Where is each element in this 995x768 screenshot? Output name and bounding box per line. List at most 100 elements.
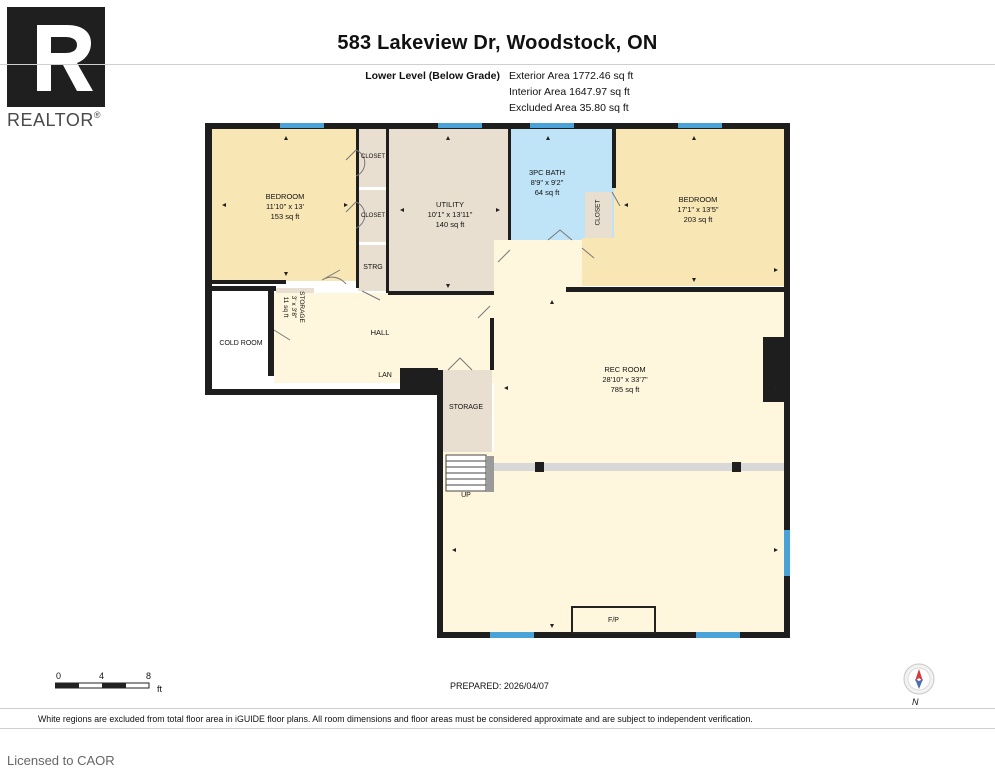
- fireplace: [571, 606, 656, 634]
- wall-hall-top: [388, 291, 494, 295]
- scale-label-4: 4: [99, 671, 105, 681]
- wall-closet-left: [356, 128, 359, 288]
- wall-top: [205, 123, 790, 129]
- beam: [494, 463, 784, 471]
- bedroom1-fill: [212, 128, 358, 281]
- window-bed1: [280, 123, 324, 128]
- rec-room-area: 785 sq ft: [610, 385, 640, 394]
- rec-room-label: REC ROOM 28'10" x 33'7" 785 sq ft: [580, 365, 670, 395]
- bedroom1-dims: 11'10" x 13': [266, 202, 304, 211]
- utility-dims: 10'1" x 13'11": [427, 210, 473, 219]
- wall-recroom-left: [490, 318, 494, 370]
- closet1-fill: [358, 128, 388, 187]
- storage-label: STORAGE: [448, 404, 484, 411]
- closet2-fill: [358, 190, 388, 242]
- wall-utility-left: [386, 128, 389, 293]
- realtor-wordmark: REALTOR®: [7, 110, 101, 130]
- rec-room-lower-fill: [442, 452, 786, 632]
- storage-small-label: STORAGE 3' x 3'8" 11 sq ft: [281, 279, 305, 335]
- closet3-fill: [585, 192, 612, 238]
- post-1: [535, 462, 544, 472]
- closet3-label: CLOSET: [594, 199, 602, 226]
- bedroom1-label: BEDROOM 11'10" x 13' 153 sq ft: [240, 192, 330, 222]
- bedroom2-name: BEDROOM: [678, 195, 718, 204]
- realtor-logo: [7, 7, 105, 107]
- window-bed2: [678, 123, 722, 128]
- wall-left: [205, 123, 212, 395]
- wall-cold-top: [212, 286, 276, 291]
- header-divider: [0, 64, 995, 65]
- realtor-r-mark-icon: [7, 7, 105, 107]
- excluded-area: Excluded Area 35.80 sq ft: [509, 102, 629, 114]
- wall-left-lower: [437, 370, 443, 638]
- window-rec-bottom-1: [490, 632, 534, 638]
- utility-area: 140 sq ft: [435, 220, 465, 229]
- storage-small-area: 11 sq ft: [282, 296, 289, 318]
- bedroom2-fill-lower: [582, 238, 616, 286]
- bath-dims: 8'9" x 9'2": [530, 178, 564, 187]
- hall-fill: [274, 293, 494, 383]
- wall-cold-right: [268, 288, 274, 376]
- stair-rail: [486, 456, 494, 492]
- wall-bed2-bottom: [566, 287, 786, 292]
- bath-area: 64 sq ft: [534, 188, 560, 197]
- wall-bed2-left: [612, 128, 616, 188]
- scale-label-8: 8: [146, 671, 152, 681]
- cold-room-fill: [212, 290, 270, 389]
- lan-label: LAN: [378, 372, 392, 379]
- window-bath: [530, 123, 574, 128]
- footer-divider-2: [0, 728, 995, 729]
- level-label: Lower Level (Below Grade): [365, 70, 500, 82]
- fireplace-block: [763, 337, 785, 402]
- storage-fill: [440, 370, 492, 452]
- scale-unit: ft: [157, 684, 163, 694]
- rec-room-name: REC ROOM: [604, 365, 646, 374]
- bedroom1-area: 153 sq ft: [270, 212, 300, 221]
- footer-disclaimer: White regions are excluded from total fl…: [38, 714, 753, 724]
- closet2-label: CLOSET: [360, 213, 385, 219]
- wall-bed1-bottom: [212, 280, 286, 284]
- wall-lan-block: [400, 368, 438, 392]
- wall-bath-left: [508, 128, 511, 240]
- stairs-up-label: UP: [461, 492, 471, 499]
- dimension-arrows: [222, 136, 778, 628]
- scale-bar: [55, 682, 150, 689]
- strg-label: STRG: [363, 264, 383, 271]
- post-2: [732, 462, 741, 472]
- bath-name: 3PC BATH: [528, 168, 566, 177]
- compass-north-label: N: [912, 697, 919, 707]
- window-rec-right: [784, 530, 790, 576]
- closet1-label: CLOSET: [360, 154, 385, 160]
- storage-small-dims: 3' x 3'8": [290, 295, 297, 319]
- strg-fill: [358, 245, 388, 291]
- utility-label: UTILITY 10'1" x 13'11" 140 sq ft: [400, 200, 500, 230]
- bedroom2-fill: [614, 128, 786, 286]
- utility-name: UTILITY: [436, 200, 464, 209]
- bedroom2-area: 203 sq ft: [683, 215, 713, 224]
- bedroom2-dims: 17'1" x 13'5": [677, 205, 719, 214]
- page-title: 583 Lakeview Dr, Woodstock, ON: [337, 32, 658, 54]
- compass-icon: [903, 663, 935, 695]
- rec-room-dims: 28'10" x 33'7": [602, 375, 648, 384]
- window-utility: [438, 123, 482, 128]
- footer-divider: [0, 708, 995, 709]
- prepared-date: PREPARED: 2026/04/07: [450, 681, 549, 691]
- fireplace-label: F/P: [608, 617, 619, 624]
- cold-room-label: COLD ROOM: [219, 340, 263, 347]
- window-rec-bottom-2: [696, 632, 740, 638]
- interior-area: Interior Area 1647.97 sq ft: [509, 86, 630, 98]
- licensed-to: Licensed to CAOR: [7, 753, 115, 768]
- wall-bottom: [437, 632, 790, 638]
- door-swings: [273, 149, 621, 371]
- utility-fill: [388, 128, 510, 293]
- exterior-area: Exterior Area 1772.46 sq ft: [509, 70, 634, 82]
- scale-label-0: 0: [56, 671, 62, 681]
- bedroom1-name: BEDROOM: [265, 192, 305, 201]
- bedroom2-label: BEDROOM 17'1" x 13'5" 203 sq ft: [648, 195, 748, 225]
- stairs: [445, 454, 487, 492]
- wall-right: [784, 123, 790, 638]
- storage-small-name: STORAGE: [298, 291, 305, 323]
- hall-label: HALL: [370, 328, 390, 337]
- bath-label: 3PC BATH 8'9" x 9'2" 64 sq ft: [512, 168, 582, 198]
